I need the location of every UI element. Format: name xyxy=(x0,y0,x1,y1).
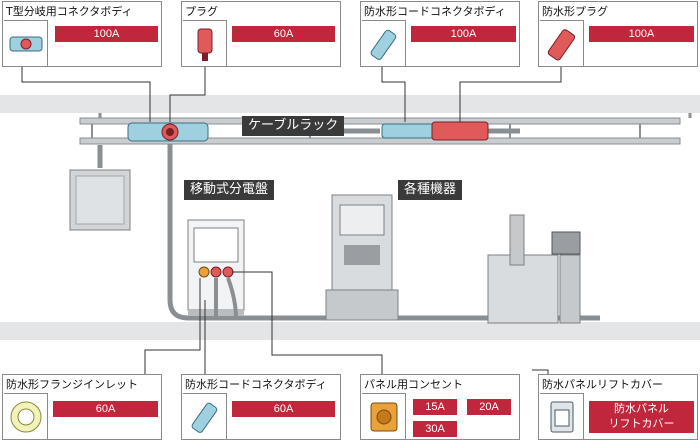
panel-cover-icon xyxy=(540,393,584,439)
cable-rack xyxy=(79,113,692,145)
plug-icon xyxy=(183,20,227,66)
rating-badge: 100A xyxy=(55,26,158,42)
card-waterproof-plug[interactable]: 防水形プラグ 100A xyxy=(538,1,698,67)
card-waterproof-connector-top[interactable]: 防水形コードコネクタボディ 100A xyxy=(360,1,520,67)
card-title: 防水形プラグ xyxy=(542,5,608,18)
waterproof-pair-on-rack xyxy=(381,121,489,141)
cover-label-line1: 防水パネル xyxy=(614,403,669,415)
main-cable xyxy=(97,144,600,321)
rating-badge: 100A xyxy=(411,26,516,42)
floor-band xyxy=(0,322,700,340)
rating-badge-30a: 30A xyxy=(413,421,457,437)
rating-badge: 60A xyxy=(232,401,335,417)
panel-outlet-icon xyxy=(362,393,406,439)
flanged-inlet-icon xyxy=(4,393,48,439)
machines-label: 各種機器 xyxy=(398,180,463,200)
card-plug[interactable]: プラグ 60A xyxy=(181,1,341,67)
ceiling-band xyxy=(0,95,700,113)
waterproof-connector-icon xyxy=(183,393,227,439)
mobile-panel-label: 移動式分電盤 xyxy=(184,180,275,200)
card-title: 防水パネルリフトカバー xyxy=(542,378,663,391)
rating-badge: 60A xyxy=(53,401,158,417)
card-title: T型分岐用コネクタボディ xyxy=(6,5,133,18)
card-title: プラグ xyxy=(185,5,218,18)
card-tee-connector[interactable]: T型分岐用コネクタボディ 100A xyxy=(2,1,162,67)
tee-connector-on-rack xyxy=(127,122,209,142)
rating-badge: 100A xyxy=(589,26,694,42)
waterproof-connector-icon xyxy=(362,20,406,66)
card-title: 防水形コードコネクタボディ xyxy=(185,378,327,391)
card-flanged-inlet[interactable]: 防水形フランジインレット 60A xyxy=(2,374,162,440)
card-title: 防水形フランジインレット xyxy=(6,378,138,391)
wall-box xyxy=(69,169,131,231)
cnc-machine xyxy=(487,214,581,324)
tee-connector-icon xyxy=(4,20,48,66)
card-waterproof-connector-bottom[interactable]: 防水形コードコネクタボディ 60A xyxy=(181,374,341,440)
card-panel-outlet[interactable]: パネル用コンセント 15A 20A 30A xyxy=(360,374,520,440)
leader-lines xyxy=(21,67,562,405)
card-title: パネル用コンセント xyxy=(364,378,463,391)
press-machine xyxy=(325,194,399,321)
cover-label-line2: リフトカバー xyxy=(608,418,675,430)
rating-badge-20a: 20A xyxy=(467,399,511,415)
cable-rack-label: ケーブルラック xyxy=(242,116,345,136)
waterproof-plug-icon xyxy=(540,20,584,66)
mobile-panel-illustration xyxy=(187,219,245,319)
card-title: 防水形コードコネクタボディ xyxy=(364,5,506,18)
rating-badge: 60A xyxy=(232,26,335,42)
rating-badge-15a: 15A xyxy=(413,399,457,415)
card-panel-cover[interactable]: 防水パネルリフトカバー 防水パネル リフトカバー xyxy=(538,374,698,440)
rating-badge-cover: 防水パネル リフトカバー xyxy=(589,401,694,433)
